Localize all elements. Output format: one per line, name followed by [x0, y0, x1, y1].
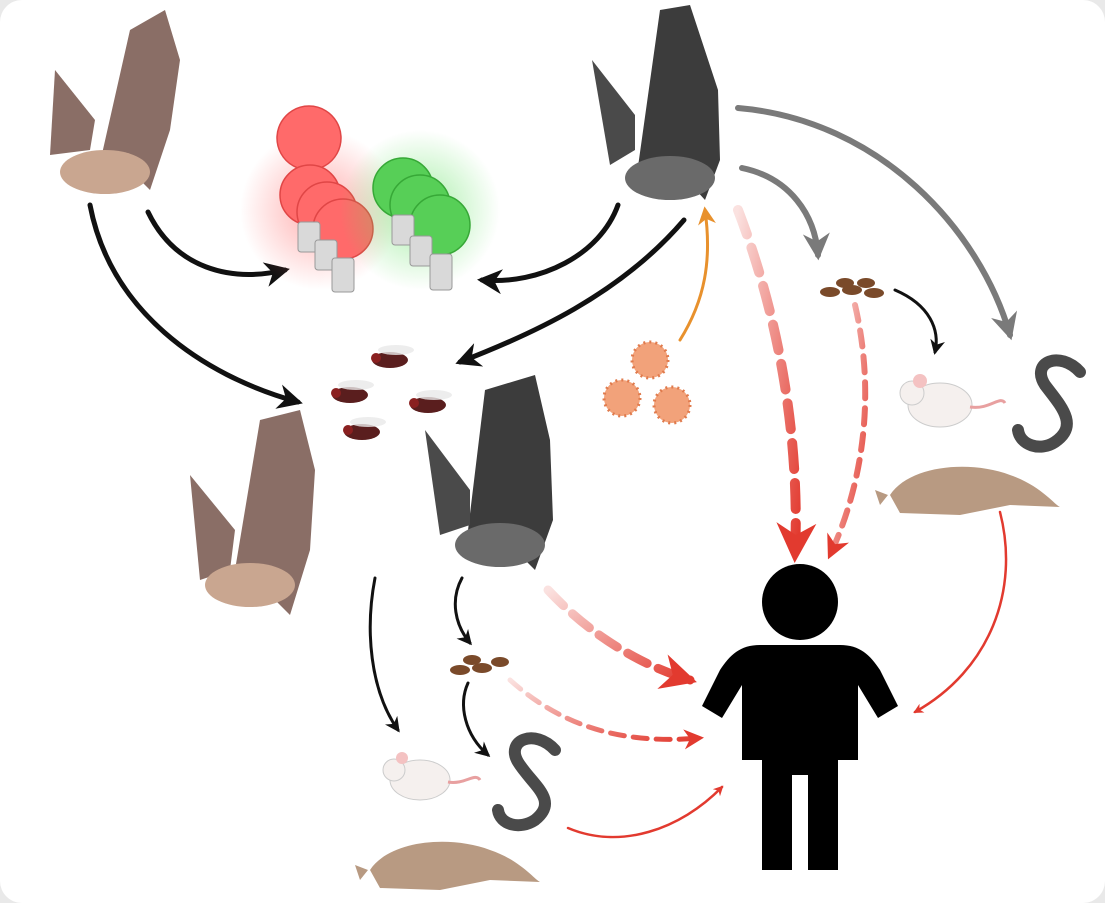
arrow-virus-to-dark-bat — [680, 210, 708, 340]
mouse-icon — [900, 374, 1005, 427]
virus-icon — [604, 342, 690, 423]
arrow-dark-bat-to-mouse — [370, 578, 398, 730]
guano-icon — [450, 655, 509, 675]
mouse-icon — [383, 752, 480, 800]
arrow-guano-to-snake — [464, 683, 488, 755]
snake-icon — [1018, 360, 1080, 446]
arrow-dark-bat-middle-to-human — [548, 590, 690, 680]
arrow-dark-bat-to-human — [738, 210, 796, 555]
arrow-guano-to-mouse — [895, 290, 936, 352]
brown-bat-icon — [50, 10, 180, 194]
brown-bat-icon — [190, 410, 315, 615]
arrow-dark-bat-to-green-bulbs — [482, 205, 618, 281]
green-bulb-icon — [340, 130, 500, 290]
pangolin-icon — [355, 842, 540, 890]
snake-icon — [498, 738, 555, 825]
pangolin-icon — [875, 467, 1060, 515]
guano-icon — [820, 278, 884, 298]
arrow-dark-bat-to-guano-right — [742, 168, 818, 255]
fly-icon — [331, 345, 452, 440]
arrow-dark-bat-to-snake — [738, 108, 1010, 335]
arrow-guano-to-human — [830, 305, 865, 555]
human-icon — [702, 564, 898, 870]
arrow-dark-bat-to-guano — [455, 578, 470, 643]
arrow-pangolin-to-human — [915, 512, 1006, 712]
dark-bat-icon — [592, 5, 720, 200]
arrow-snake-bottom-to-human — [568, 787, 722, 837]
arrow-guano-bottom-to-human — [510, 680, 700, 739]
